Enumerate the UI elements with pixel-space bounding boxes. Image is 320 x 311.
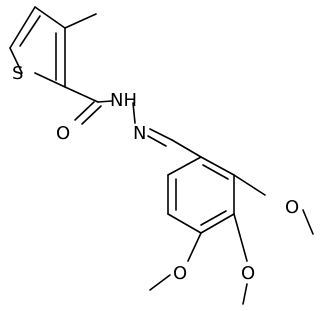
bond-ar-3-inner: [200, 210, 227, 226]
bond-n-ch-double-a: [149, 128, 173, 141]
bond-c2-c3: [9, 6, 36, 49]
bond-n-ch-double-b: [147, 135, 167, 147]
methoxy-4-oxygen-label: O: [241, 263, 255, 284]
imine-n-label: N: [133, 123, 146, 144]
bond-c-nh: [97, 100, 113, 103]
amide-nh-label: NH: [110, 90, 137, 111]
sulfur-label: S: [12, 63, 23, 84]
hydrazone-linker: [64, 86, 202, 158]
bond-ring-carbonyl: [64, 86, 99, 103]
bond-o-ch3-5: [149, 274, 171, 291]
methoxy-5-oxygen-label: O: [173, 263, 187, 284]
bond-c3-c4: [34, 6, 66, 29]
bond-s-c2: [9, 47, 23, 74]
bond-ch-aryl: [171, 139, 202, 158]
bond-c4-o: [233, 213, 248, 262]
bond-ar-1-inner: [202, 164, 229, 180]
benzene-ring: [167, 156, 235, 234]
bond-ar-4: [167, 213, 202, 234]
carbonyl-oxygen-label: O: [56, 123, 70, 144]
bond-c2-c3-inner: [19, 15, 41, 47]
bond-ar-1: [200, 156, 235, 176]
bond-methyl: [64, 13, 97, 29]
thiophene-ring: [9, 6, 66, 88]
bond-ar-6: [167, 156, 202, 176]
bond-c3-o: [233, 174, 266, 196]
bond-c5-s: [34, 72, 66, 88]
methoxy-groups: [149, 174, 314, 305]
bond-o-ch3-3: [302, 209, 314, 235]
bond-c-o-double-b: [81, 105, 102, 125]
bond-nh-n: [132, 102, 136, 124]
methoxy-3-oxygen-label: O: [285, 197, 299, 218]
bond-o-ch3-4: [242, 283, 248, 305]
bond-ar-3: [200, 213, 235, 234]
bond-c-o-double-a: [74, 101, 95, 121]
bond-c5-o: [187, 232, 202, 262]
